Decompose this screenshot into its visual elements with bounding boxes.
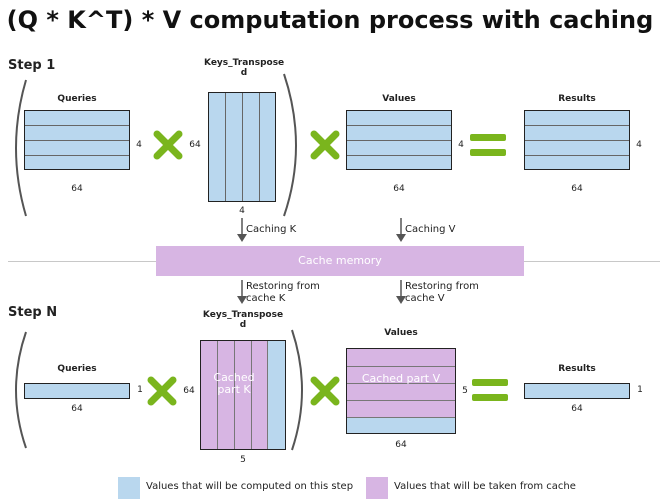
step1-left-bracket xyxy=(15,79,27,217)
stepn-queries-label: Queries xyxy=(57,364,97,374)
cache-memory-bar: Cache memory xyxy=(156,246,524,276)
restoring-v-label: Restoring from cache V xyxy=(405,281,479,304)
step1-queries-label: Queries xyxy=(57,94,97,104)
stepn-keys-cols: 5 xyxy=(240,455,246,465)
stepn-values-cols: 64 xyxy=(395,440,407,450)
step1-equals-icon xyxy=(470,134,506,156)
stepn-queries-matrix xyxy=(24,383,130,399)
stepn-keys-cached-label: Cached part K xyxy=(213,371,255,396)
stepn-right-bracket xyxy=(291,329,303,451)
stepn-values-cached-label: Cached part V xyxy=(361,372,441,385)
legend-cached-swatch xyxy=(366,477,388,499)
stepn-equals-icon xyxy=(472,379,508,401)
step1-multiply-icon-1 xyxy=(153,130,183,160)
stepn-queries-cols: 64 xyxy=(71,404,83,414)
step1-queries-cols: 64 xyxy=(71,184,83,194)
step-1-label: Step 1 xyxy=(8,58,56,73)
stepn-keys-rows: 64 xyxy=(183,386,195,396)
step1-results-matrix xyxy=(524,110,630,170)
stepn-values-label: Values xyxy=(384,328,418,338)
stepn-results-label: Results xyxy=(558,364,596,374)
caching-v-arrow xyxy=(396,218,406,242)
step1-results-label: Results xyxy=(558,94,596,104)
stepn-multiply-icon-2 xyxy=(310,376,340,406)
step1-queries-rows: 4 xyxy=(136,140,142,150)
legend-cached-text: Values that will be taken from cache xyxy=(394,481,576,492)
step1-right-bracket xyxy=(283,73,297,217)
legend-computed-swatch xyxy=(118,477,140,499)
restoring-k-arrow xyxy=(237,280,247,304)
caching-v-label: Caching V xyxy=(405,224,456,235)
stepn-queries-rows: 1 xyxy=(137,385,143,395)
stepn-results-rows: 1 xyxy=(637,385,643,395)
caching-k-arrow xyxy=(237,218,247,242)
diagram-title: (Q * K^T) * V computation process with c… xyxy=(6,6,654,34)
step1-values-matrix xyxy=(346,110,452,170)
step1-keys-matrix xyxy=(208,92,276,202)
stepn-results-matrix xyxy=(524,383,630,399)
step1-results-rows: 4 xyxy=(636,140,642,150)
stepn-results-cols: 64 xyxy=(571,404,583,414)
stepn-left-bracket xyxy=(15,331,27,449)
stepn-values-rows: 5 xyxy=(462,386,468,396)
step1-queries-matrix xyxy=(24,110,130,170)
step1-keys-cols: 4 xyxy=(239,206,245,216)
restoring-v-arrow xyxy=(396,280,406,304)
legend-computed-text: Values that will be computed on this ste… xyxy=(146,481,354,492)
step1-keys-rows: 64 xyxy=(189,140,201,150)
stepn-keys-label: Keys_Transpose d xyxy=(202,310,284,330)
caching-k-label: Caching K xyxy=(246,224,297,235)
step1-values-rows: 4 xyxy=(458,140,464,150)
stepn-values-matrix xyxy=(346,348,456,434)
step1-values-label: Values xyxy=(382,94,416,104)
step1-results-cols: 64 xyxy=(571,184,583,194)
step1-keys-label: Keys_Transpose d xyxy=(204,58,285,78)
step1-values-cols: 64 xyxy=(393,184,405,194)
step-n-label: Step N xyxy=(8,305,58,320)
stepn-multiply-icon-1 xyxy=(147,376,177,406)
stepn-keys-matrix xyxy=(200,340,286,450)
step1-multiply-icon-2 xyxy=(310,130,340,160)
restoring-k-label: Restoring from cache K xyxy=(246,281,320,304)
